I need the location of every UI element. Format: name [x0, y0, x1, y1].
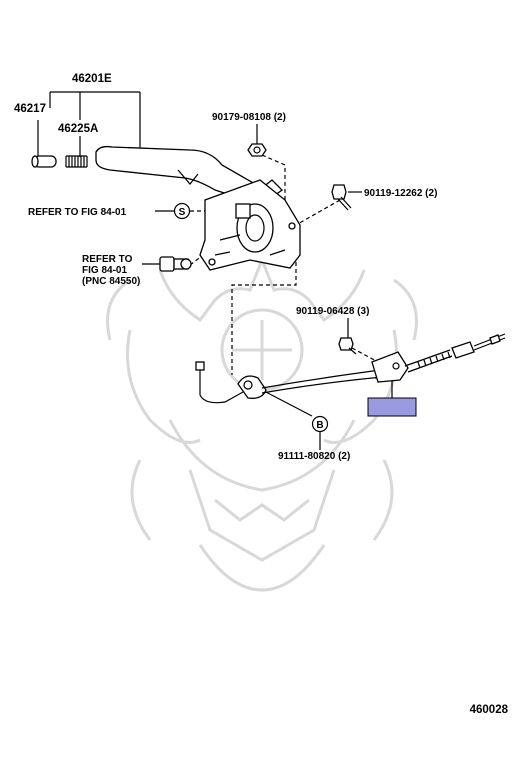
callout-lever-spring[interactable]: 46225A	[58, 123, 98, 135]
callout-bracket-nut[interactable]: 90179-08108 (2)	[212, 112, 286, 123]
callout-cable-bolt[interactable]: 90119-06428 (3)	[296, 306, 369, 317]
s-marker: S	[173, 202, 191, 220]
clip-part	[159, 256, 192, 272]
callout-lever-knob[interactable]: 46217	[14, 103, 46, 115]
lever-spring-part	[65, 155, 88, 168]
dash-cable-bolt-to-plate	[351, 347, 379, 363]
watermark-emblem	[106, 255, 418, 592]
callout-lever-assembly[interactable]: 46201E	[72, 73, 112, 85]
lever-assembly-part	[95, 145, 301, 271]
refer-block-line2[interactable]: FIG 84-01	[82, 265, 127, 276]
s-marker-label: S	[179, 207, 186, 218]
refer-fig-label[interactable]: REFER TO FIG 84-01	[28, 207, 127, 218]
bracket-bolt-part	[331, 184, 352, 211]
bracket-nut-part	[247, 143, 267, 157]
callout-bracket-bolt[interactable]: 90119-12262 (2)	[364, 188, 437, 199]
leader-lever-assembly	[49, 91, 141, 152]
lever-knob-part	[31, 155, 57, 168]
highlight-box[interactable]	[367, 397, 417, 417]
dash-bolt-to-bracket	[295, 199, 341, 226]
callout-clip-bolt[interactable]: 91111-80820 (2)	[278, 451, 350, 462]
cable-bolt-part	[338, 337, 357, 355]
refer-block-line3[interactable]: (PNC 84550)	[82, 276, 140, 287]
cable-clip-part	[243, 380, 253, 390]
leader-b-to-clip	[261, 389, 313, 417]
b-marker: B	[311, 415, 329, 433]
refer-block-line1[interactable]: REFER TO	[82, 254, 133, 265]
diagram-id: 460028	[470, 704, 509, 716]
dash-bracket-to-cable	[231, 255, 297, 375]
b-marker-label: B	[316, 420, 323, 431]
